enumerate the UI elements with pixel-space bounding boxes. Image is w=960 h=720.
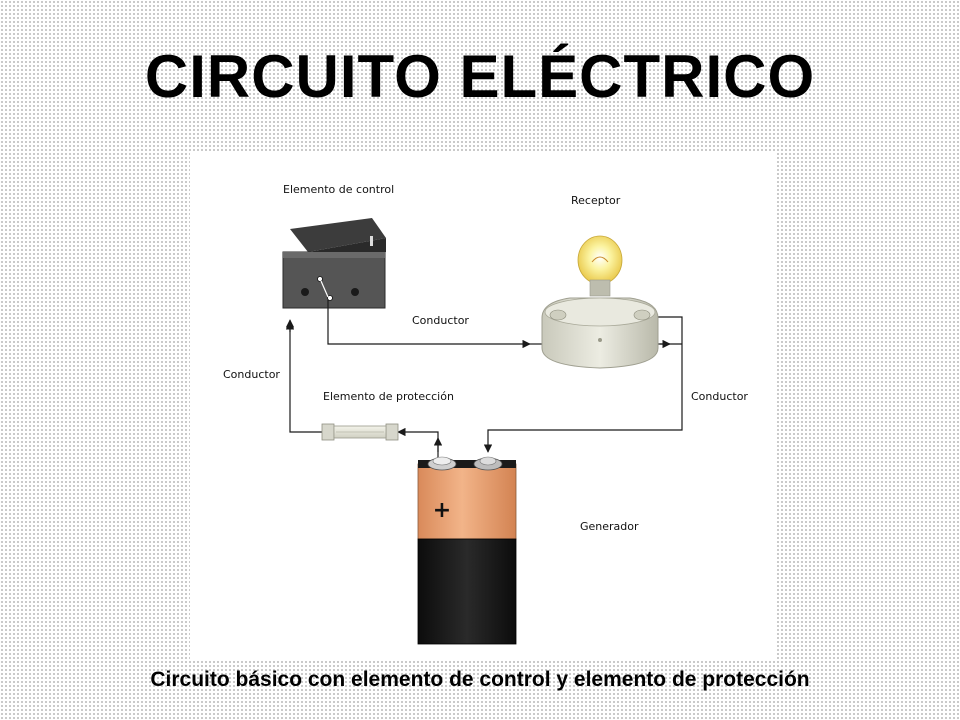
lamp: [541, 235, 659, 369]
conductor-right-wire: [483, 316, 683, 453]
wires: [285, 312, 683, 462]
label-generator: Generador: [580, 520, 639, 533]
circuit-svg: + Elemento de control Receptor Conductor…: [223, 183, 748, 645]
battery: +: [417, 456, 517, 645]
switch-rocker: [290, 218, 386, 252]
battery-plus-sign: +: [433, 498, 451, 523]
slide-title: CIRCUITO ELÉCTRICO: [144, 43, 816, 110]
label-conductor-top: Conductor: [412, 314, 469, 327]
protection-wire: [397, 427, 439, 452]
switch: [282, 218, 386, 312]
conductor-left-wire: [285, 319, 322, 433]
slide-caption: Circuito básico con elemento de control …: [150, 668, 810, 691]
battery-black-bottom: [417, 538, 517, 645]
conductor-top-wire: [327, 312, 531, 349]
label-receiver: Receptor: [571, 194, 621, 207]
label-conductor-left: Conductor: [223, 368, 280, 381]
bulb: [577, 235, 623, 285]
switch-on-mark: [370, 236, 373, 246]
circuit-diagram: + Elemento de control Receptor Conductor…: [190, 152, 775, 660]
label-protection-element: Elemento de protección: [323, 390, 454, 403]
label-conductor-right: Conductor: [691, 390, 748, 403]
switch-body: [282, 251, 386, 309]
label-control-element: Elemento de control: [283, 183, 394, 196]
fuse: [321, 423, 399, 441]
